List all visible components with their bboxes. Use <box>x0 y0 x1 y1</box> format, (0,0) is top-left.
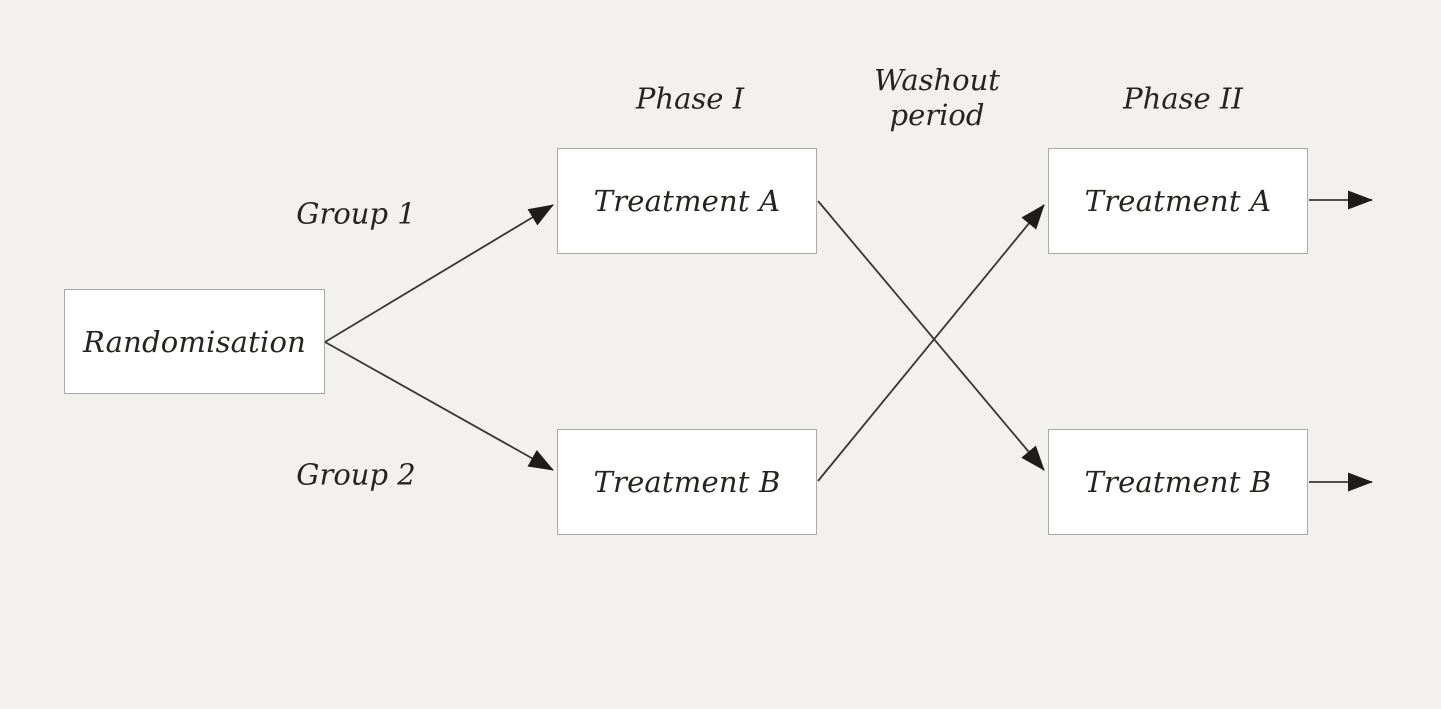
arrow-randomisation-to-phase1-treatment-a <box>324 204 554 343</box>
node-phase1-treatment-b-label: Treatment B <box>593 465 781 499</box>
arrow-phase1-treatment-b-to-phase2-treatment-a <box>817 204 1045 482</box>
washout-label-line1: Washout <box>874 63 1000 97</box>
phase2-label-text: Phase II <box>1123 81 1243 116</box>
phase1-label-text: Phase I <box>635 81 745 116</box>
group1-label: Group 1 <box>296 197 415 232</box>
node-phase2-treatment-a: Treatment A <box>1048 148 1308 254</box>
washout-period-label: Washout period <box>874 63 1000 133</box>
node-phase2-treatment-a-label: Treatment A <box>1084 184 1272 218</box>
node-randomisation-label: Randomisation <box>82 324 307 359</box>
group2-label-text: Group 2 <box>296 457 416 492</box>
node-phase2-treatment-b: Treatment B <box>1048 429 1308 535</box>
arrow-phase1-treatment-a-to-phase2-treatment-b <box>817 200 1045 471</box>
phase2-label: Phase II <box>1123 82 1243 117</box>
arrow-randomisation-to-phase1-treatment-b <box>324 341 554 471</box>
node-phase1-treatment-b: Treatment B <box>557 429 817 535</box>
group1-label-text: Group 1 <box>296 196 416 231</box>
phase1-label: Phase I <box>636 82 744 117</box>
node-phase2-treatment-b-label: Treatment B <box>1084 465 1272 499</box>
washout-label-line2: period <box>889 98 985 132</box>
node-phase1-treatment-a: Treatment A <box>557 148 817 254</box>
node-randomisation: Randomisation <box>64 289 325 394</box>
node-phase1-treatment-a-label: Treatment A <box>593 184 781 218</box>
group2-label: Group 2 <box>296 458 415 493</box>
